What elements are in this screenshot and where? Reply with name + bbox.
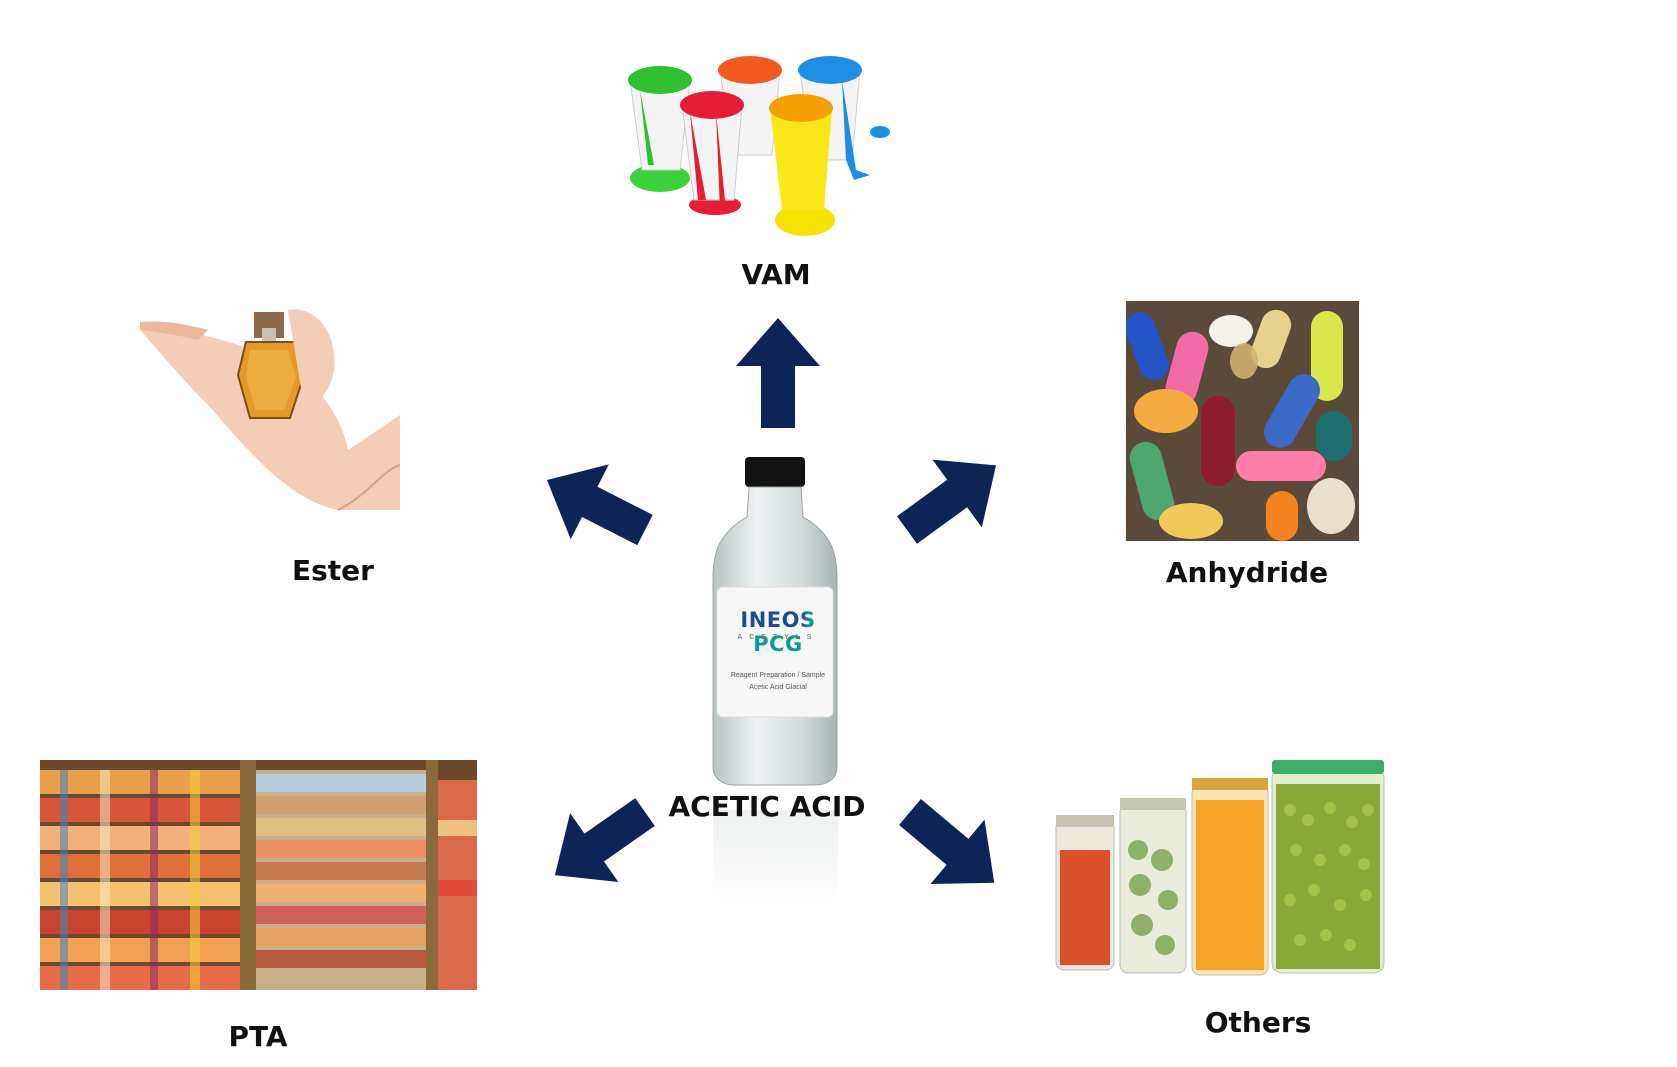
perfume-bottle-icon (138, 300, 400, 530)
acetic-acid-bottle (705, 457, 845, 787)
bottle-brand-text: INEOS PCG (740, 608, 816, 656)
arrow-to-anhydride (882, 431, 1021, 564)
fabric-rolls-icon (40, 760, 477, 990)
arrow-to-pta (530, 777, 670, 910)
ester-label: Ester (292, 554, 374, 587)
anhydride-label: Anhydride (1165, 556, 1329, 589)
arrow-to-others (883, 779, 1022, 915)
paint-buckets-icon (620, 50, 910, 250)
bottle-text: Reagent Preparation / Sample Acetic Acid… (730, 672, 826, 691)
bottle-sub: ACETYLS (737, 634, 819, 641)
bottle-brand: INEOS PCG (722, 608, 834, 656)
arrow-to-vam (736, 318, 820, 428)
acetic-acid-label: ACETIC ACID (668, 790, 866, 823)
pta-label: PTA (228, 1020, 288, 1053)
bottle-reflection (713, 810, 838, 905)
preserve-jars-icon (1050, 760, 1390, 980)
vam-label: VAM (741, 258, 811, 291)
others-label: Others (1204, 1006, 1312, 1039)
arrow-to-ester (527, 442, 665, 568)
capsules-icon (1126, 301, 1359, 541)
